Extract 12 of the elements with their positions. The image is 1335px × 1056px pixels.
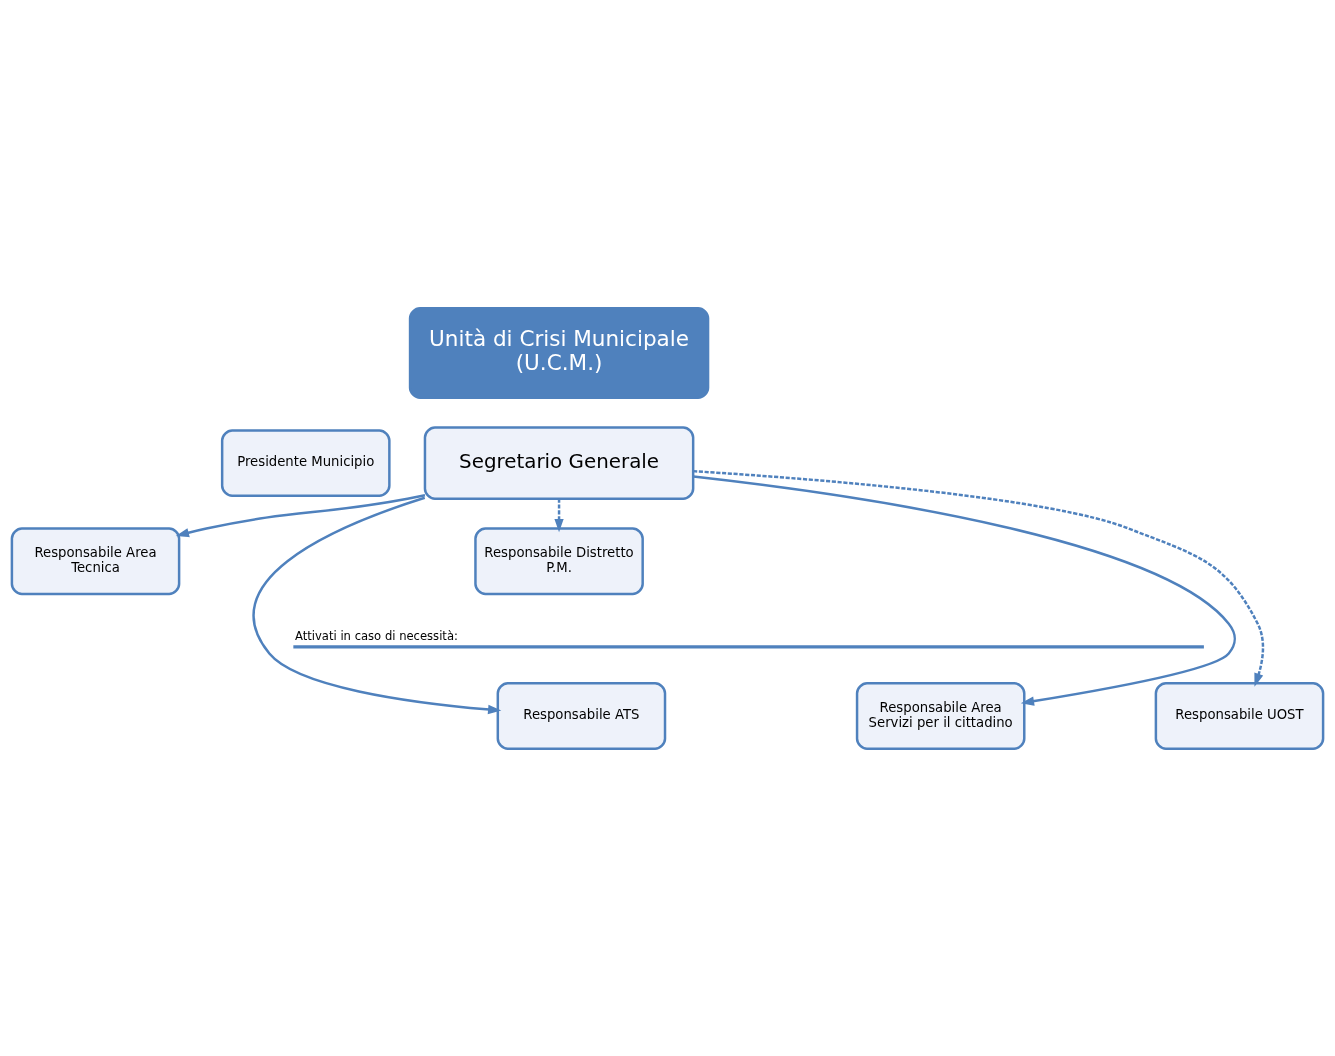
arrow bbox=[175, 493, 426, 537]
node-box: Responsabile ATS bbox=[496, 681, 667, 750]
label: Attivati in caso di necessità: bbox=[295, 628, 458, 643]
arrow bbox=[252, 496, 502, 714]
node-box: Responsabile Area Servizi per il cittadino bbox=[855, 681, 1026, 750]
node-box: Responsabile Distretto P.M. bbox=[474, 526, 644, 595]
node-box: Unità di Crisi Municipale (U.C.M.) bbox=[408, 306, 710, 399]
arrow bbox=[554, 498, 564, 532]
node-box: Responsabile Area Tecnica bbox=[10, 526, 181, 595]
node-box: Responsabile UOST bbox=[1154, 681, 1325, 750]
node-box: Segretario Generale bbox=[423, 425, 695, 500]
node-box: Presidente Municipio bbox=[220, 428, 391, 497]
